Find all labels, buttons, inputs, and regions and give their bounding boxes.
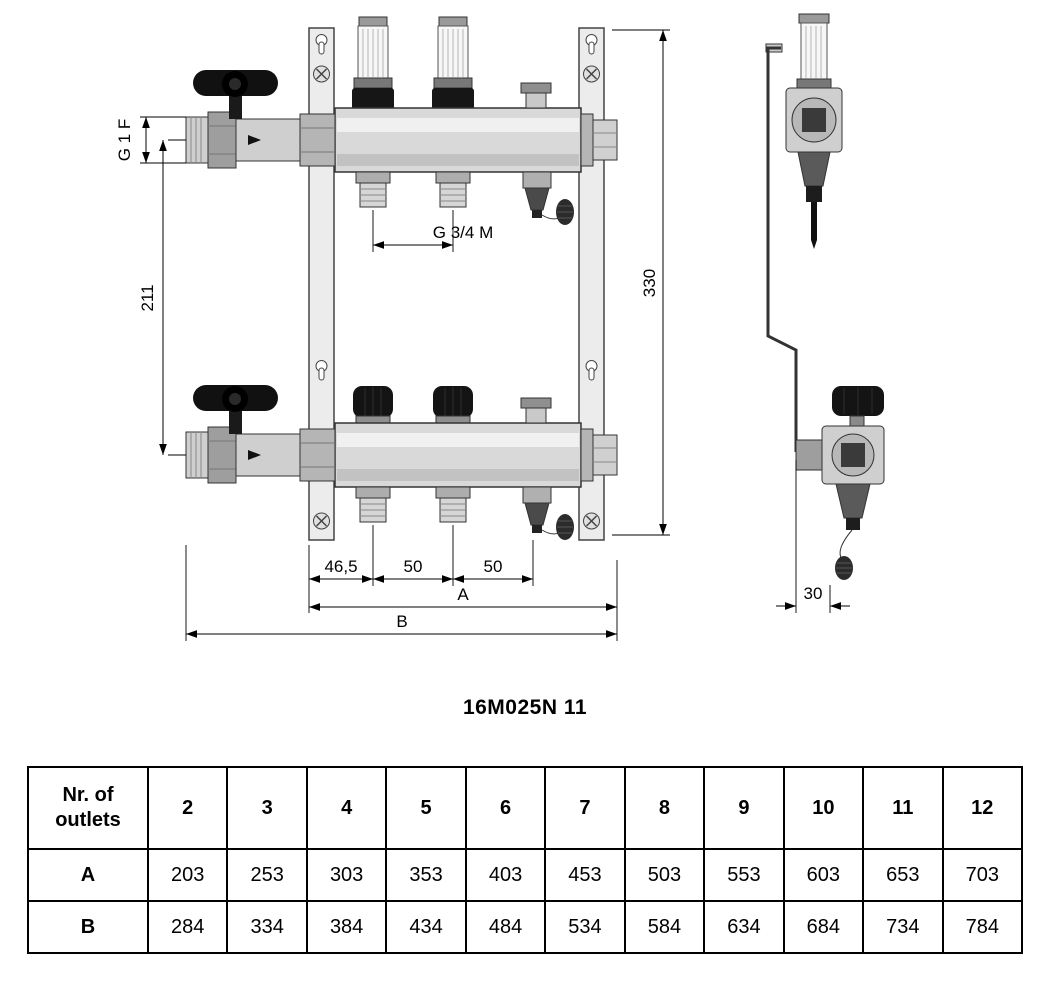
cell-B-4: 384: [305, 900, 388, 954]
bottom-manifold: [334, 422, 618, 488]
outlet-col-9: 9: [703, 766, 785, 850]
cell-B-8: 584: [623, 900, 706, 954]
cell-B-11: 734: [862, 900, 944, 954]
cell-A-4: 303: [305, 848, 388, 902]
outlet-connection: [355, 171, 391, 208]
dim-g34m-label: G 3/4 M: [433, 223, 493, 242]
technical-drawing: G 1 F 211 G 3/4 M 330 46,5 50 50 A: [115, 13, 885, 641]
dim-211-label: 211: [138, 284, 157, 311]
outlet-col-2: 2: [146, 766, 229, 850]
valve-cap: [352, 385, 394, 424]
row-label-A: A: [27, 848, 149, 902]
outlet-col-5: 5: [385, 766, 467, 850]
cell-B-2: 284: [146, 900, 229, 954]
drain-valve: [522, 171, 575, 226]
vent-valve: [520, 82, 552, 109]
outlet-connection: [355, 486, 391, 523]
outlet-connection: [435, 486, 471, 523]
cell-A-12: 703: [941, 848, 1024, 902]
flow-meter: [351, 16, 395, 112]
cell-A-7: 453: [544, 848, 626, 902]
row-label-B: B: [27, 900, 149, 954]
outlet-col-11: 11: [862, 766, 944, 850]
cell-A-2: 203: [146, 848, 229, 902]
front-dimensions: G 1 F 211 G 3/4 M 330 46,5 50 50 A: [115, 29, 670, 641]
front-view: [185, 16, 618, 541]
cell-A-8: 503: [623, 848, 706, 902]
flow-meter: [431, 16, 475, 112]
outlet-col-7: 7: [544, 766, 626, 850]
outlet-col-3: 3: [226, 766, 308, 850]
cell-B-9: 634: [703, 900, 785, 954]
dim-g1f-label: G 1 F: [115, 119, 134, 162]
cell-A-6: 403: [464, 848, 547, 902]
drain-valve: [522, 486, 575, 541]
dim-30-label: 30: [804, 584, 823, 603]
cell-B-6: 484: [464, 900, 547, 954]
cell-B-3: 334: [226, 900, 308, 954]
cell-B-7: 534: [544, 900, 626, 954]
outlets-header-cell: Nr. of outlets: [27, 766, 149, 850]
cell-B-10: 684: [782, 900, 865, 954]
cell-A-3: 253: [226, 848, 308, 902]
outlet-col-6: 6: [464, 766, 547, 850]
model-number: 16M025N 11: [462, 696, 588, 719]
outlet-col-8: 8: [623, 766, 706, 850]
phillips-screw-icon: [582, 512, 601, 530]
phillips-screw-icon: [312, 512, 331, 530]
outlet-col-4: 4: [305, 766, 388, 850]
dim-330-label: 330: [640, 269, 659, 297]
cell-A-9: 553: [703, 848, 785, 902]
vent-valve: [520, 397, 552, 424]
top-manifold: [334, 107, 618, 173]
cell-A-5: 353: [385, 848, 467, 902]
outlet-col-10: 10: [782, 766, 865, 850]
dim-50-label: 50: [484, 557, 503, 576]
mounting-bracket: [766, 46, 798, 452]
outlet-col-12: 12: [941, 766, 1024, 850]
dim-b-label: B: [396, 612, 407, 631]
phillips-screw-icon: [312, 65, 331, 83]
dim-50-label: 50: [404, 557, 423, 576]
side-dimensions: 30: [776, 460, 850, 613]
valve-cap: [432, 385, 474, 424]
dim-a-label: A: [457, 585, 469, 604]
phillips-screw-icon: [582, 65, 601, 83]
cell-A-10: 603: [782, 848, 865, 902]
dim-46-5-label: 46,5: [324, 557, 357, 576]
cell-B-12: 784: [941, 900, 1024, 954]
cell-B-5: 434: [385, 900, 467, 954]
outlet-connection: [435, 171, 471, 208]
cell-A-11: 653: [862, 848, 944, 902]
side-view: [765, 13, 885, 580]
